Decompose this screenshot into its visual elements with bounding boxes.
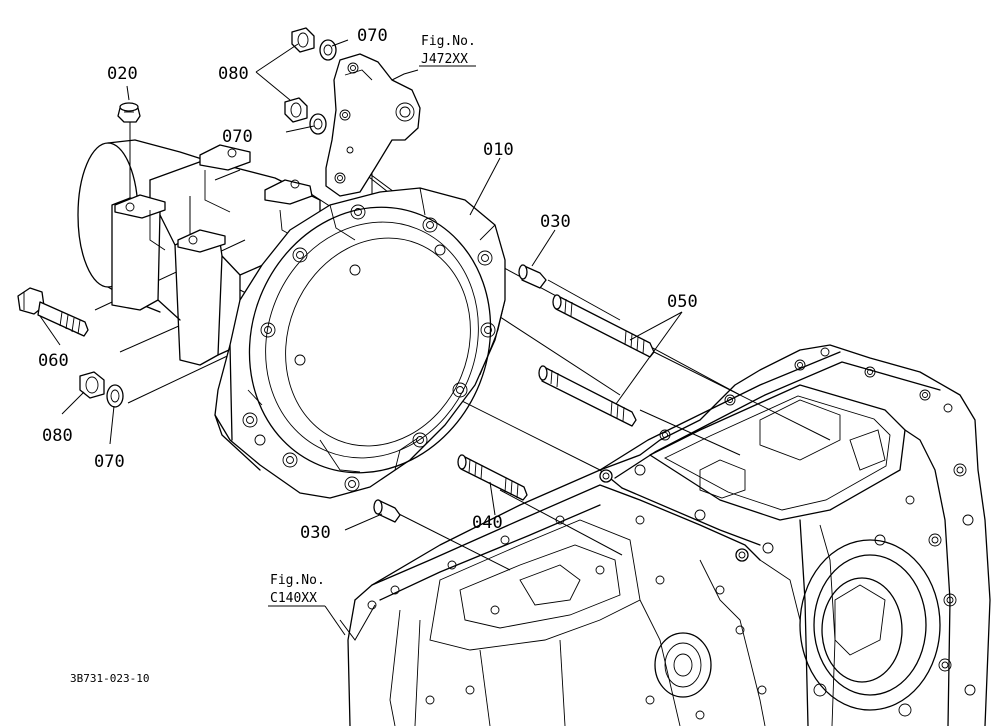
part-label-030-top: 030 (540, 212, 571, 232)
hex-bolt-060 (17, 287, 89, 337)
stud-bolt-040 (457, 454, 528, 501)
figure-reference-top: Fig.No. J472XX (419, 34, 476, 67)
plug-020-drawing (117, 102, 141, 123)
figure-ref-top-line1: Fig.No. (421, 34, 476, 49)
part-label-020: 020 (107, 64, 138, 84)
nut-080-top (291, 27, 315, 53)
part-label-080-bottom: 080 (42, 426, 73, 446)
part-label-010: 010 (483, 140, 514, 160)
part-label-060: 060 (38, 351, 69, 371)
part-label-040: 040 (472, 513, 503, 533)
dowel-pin-030-top (518, 264, 547, 289)
nut-080-mid (284, 97, 308, 123)
part-label-080-top: 080 (218, 64, 249, 84)
stud-bolt-050-upper (552, 294, 655, 358)
part-label-030-bottom: 030 (300, 523, 331, 543)
drawing-code: 3B731-023-10 (70, 672, 149, 685)
figure-ref-bottom-line2: C140XX (270, 591, 317, 606)
figure-reference-bottom: Fig.No. C140XX (268, 573, 346, 636)
transmission-case-drawing (347, 344, 991, 726)
washer-070-top (319, 39, 337, 61)
washer-070-mid (309, 113, 327, 135)
support-bracket-drawing (325, 53, 421, 197)
washer-070-bottom (106, 384, 124, 408)
mounting-flange-010-drawing (214, 187, 506, 499)
leader-lines (39, 39, 683, 641)
part-label-050: 050 (667, 292, 698, 312)
figure-ref-top-line2: J472XX (421, 52, 468, 67)
figure-ref-bottom-line1: Fig.No. (270, 573, 325, 588)
part-label-070-mid: 070 (222, 127, 253, 147)
dowel-pin-030-bottom (373, 499, 401, 523)
part-label-070-top: 070 (357, 26, 388, 46)
stud-bolt-050-lower (538, 365, 637, 427)
nut-080-bottom (79, 371, 105, 399)
part-label-070-bottom: 070 (94, 452, 125, 472)
